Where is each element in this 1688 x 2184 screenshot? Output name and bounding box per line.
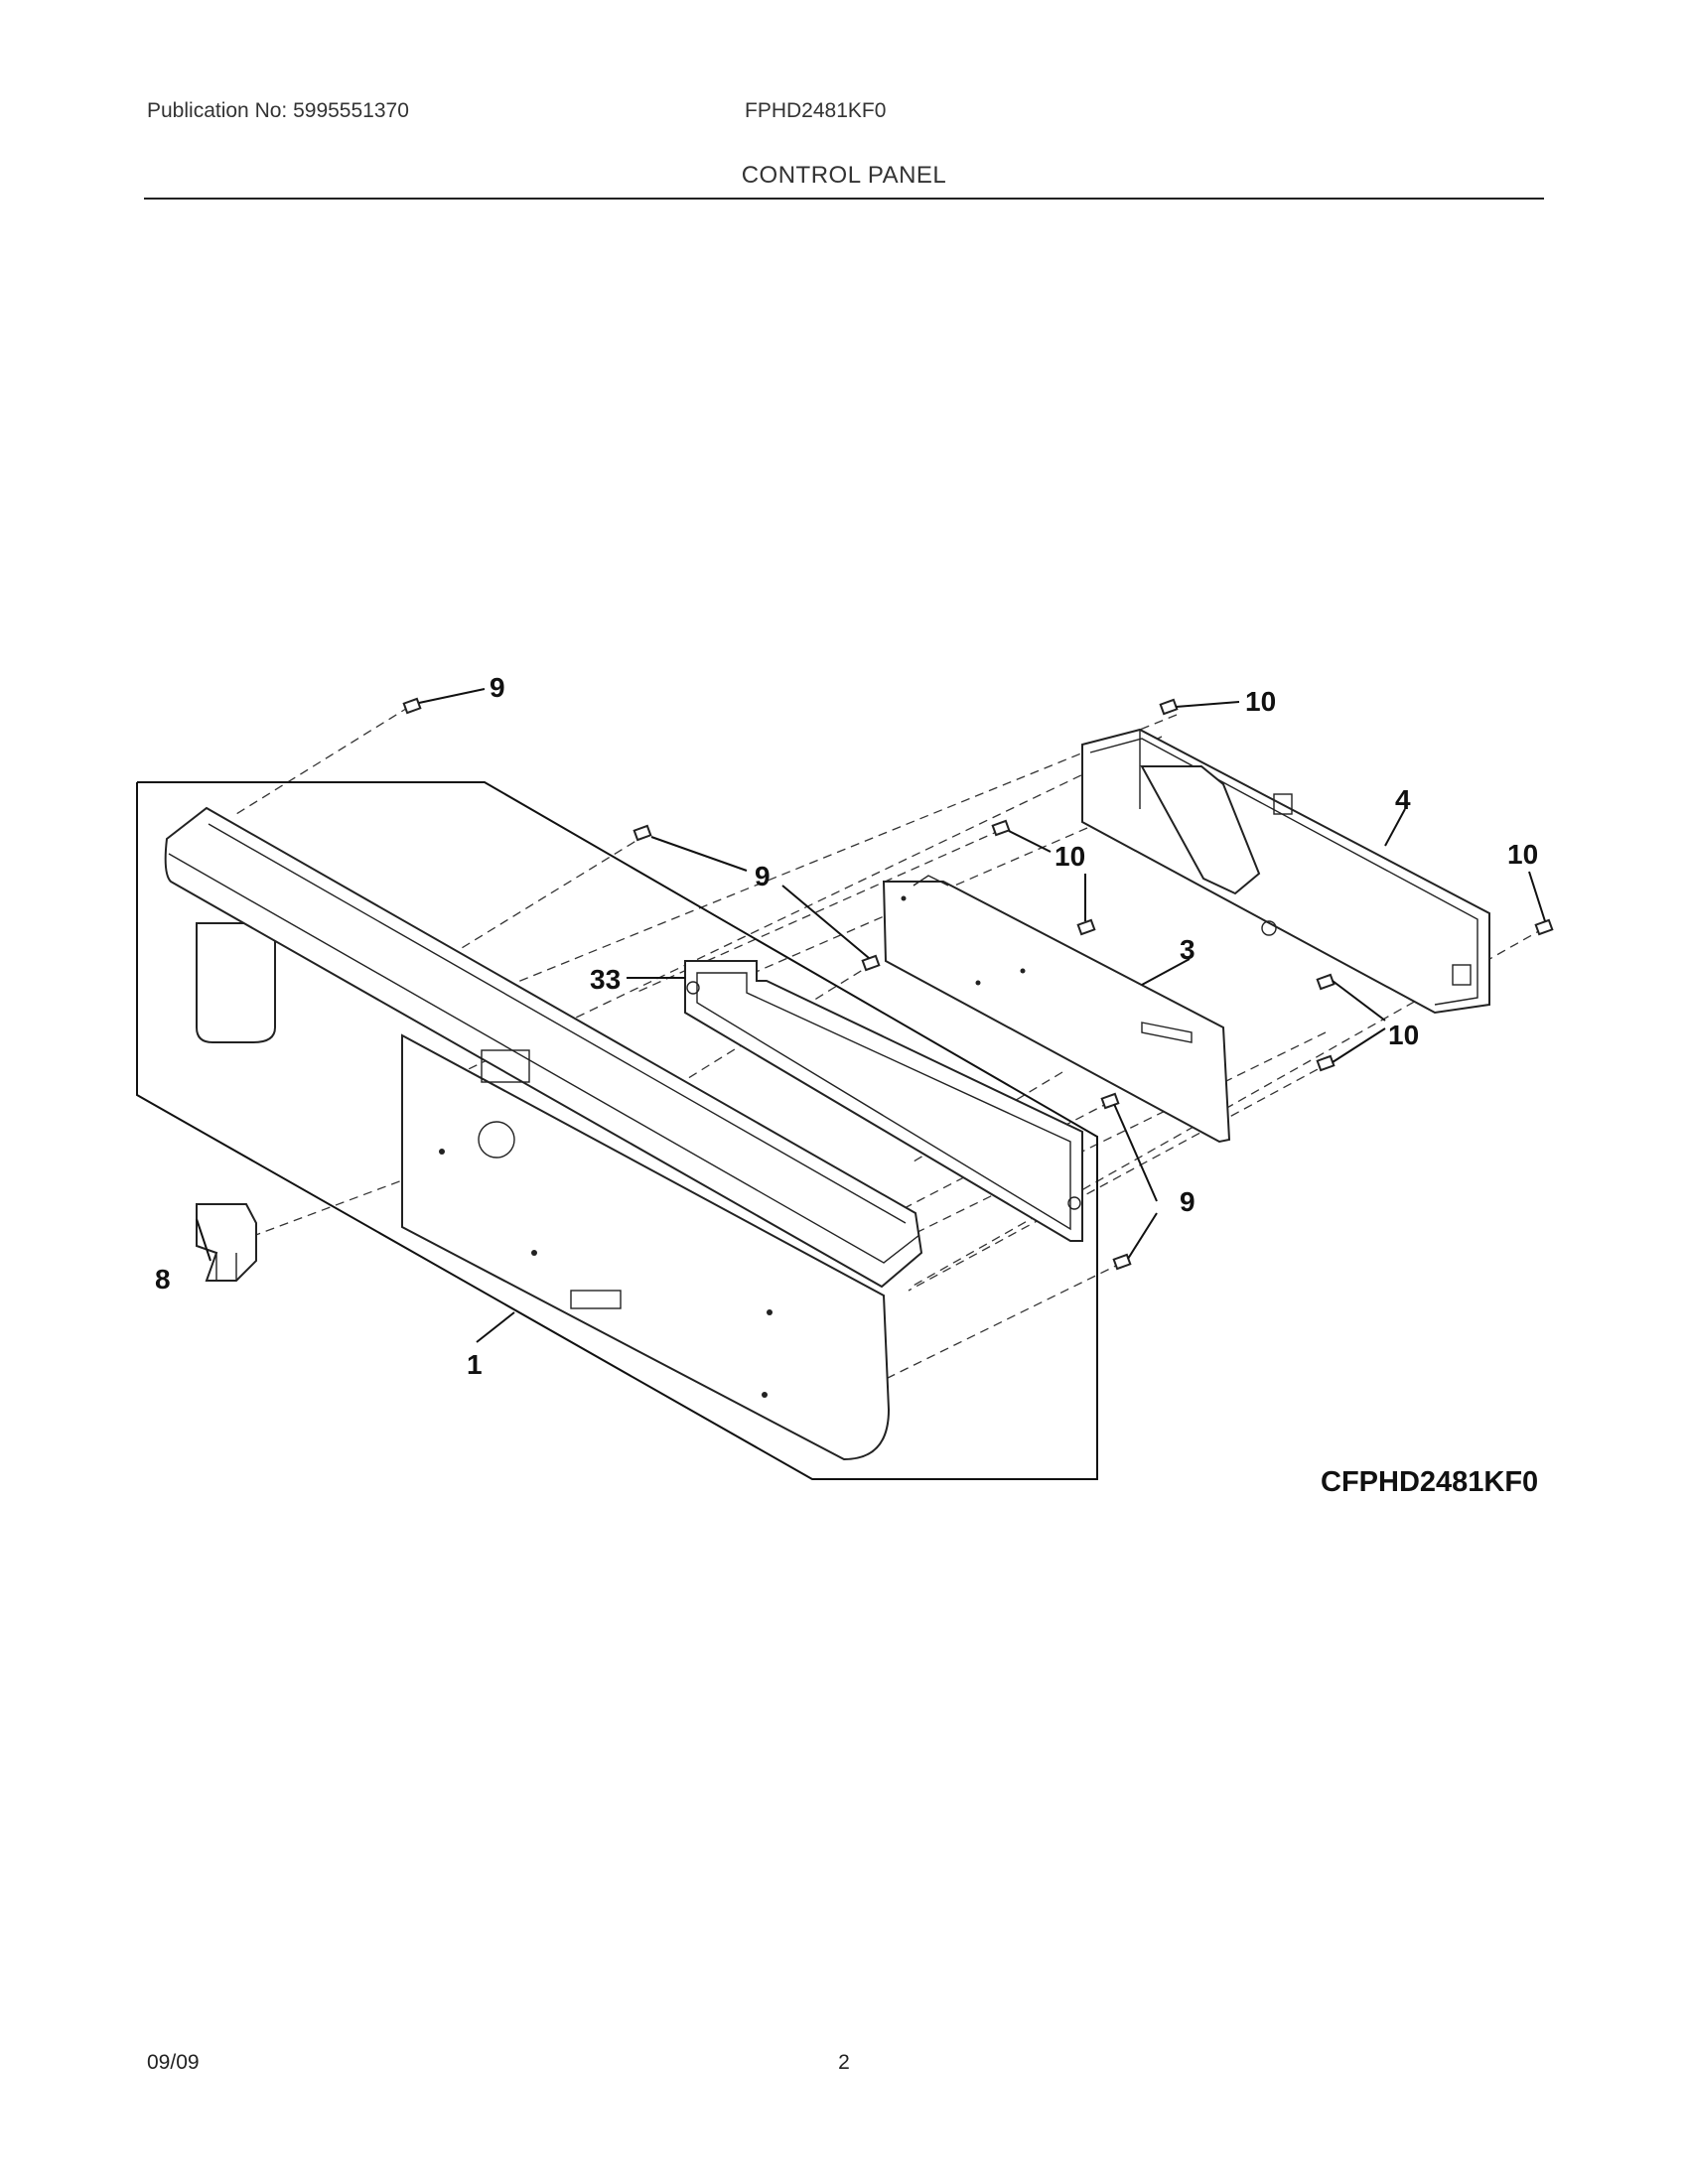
callout-33: 33 [590, 964, 621, 995]
drawing-code: CFPHD2481KF0 [1321, 1466, 1538, 1498]
callout-10-right: 10 [1507, 839, 1538, 870]
publication-number: Publication No: 5995551370 [147, 99, 409, 122]
callout-10-lower: 10 [1388, 1020, 1419, 1050]
leader-lines [196, 688, 1546, 1343]
callout-1: 1 [467, 1349, 483, 1380]
model-number: FPHD2481KF0 [745, 99, 887, 122]
housing-cover-part [1081, 728, 1490, 1015]
section-title: CONTROL PANEL [741, 162, 947, 189]
callout-3: 3 [1180, 934, 1196, 965]
callout-10-top: 10 [1245, 686, 1276, 717]
control-panel-part [164, 806, 923, 1461]
callout-4: 4 [1395, 784, 1411, 815]
callout-9-top: 9 [490, 672, 505, 703]
callout-9-middle: 9 [755, 861, 771, 891]
footer-date: 09/09 [147, 2051, 200, 2074]
screws [402, 697, 1554, 1271]
panel-outline-box [136, 781, 1098, 1480]
bracket-part [196, 1203, 257, 1282]
callout-8: 8 [155, 1264, 171, 1295]
page-number: 2 [838, 2051, 850, 2074]
callout-10-board: 10 [1055, 841, 1085, 872]
callout-labels: 9 9 9 10 10 10 10 4 3 33 8 1 CFPHD2481KF… [155, 672, 1538, 1498]
gasket-part [684, 960, 1083, 1242]
control-board-part [882, 875, 1231, 1144]
header-rule [144, 198, 1544, 200]
callout-9-lower: 9 [1180, 1186, 1196, 1217]
